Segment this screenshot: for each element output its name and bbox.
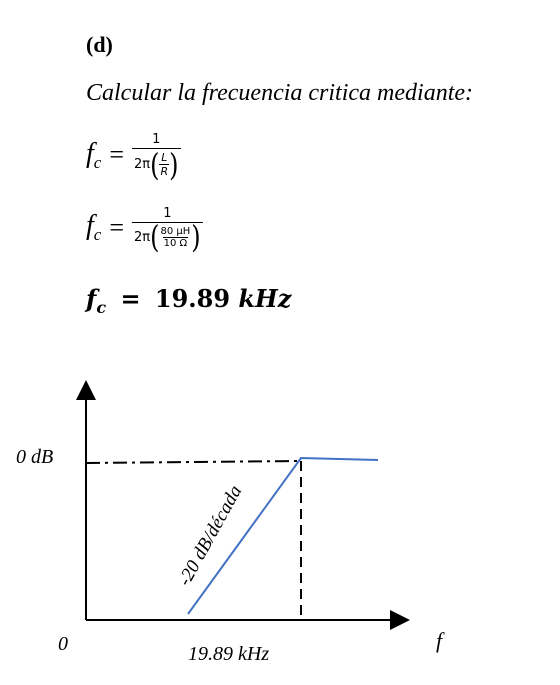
corner-frequency-label: 19.89 kHz (188, 643, 270, 665)
result-value: 19.89 (154, 284, 231, 313)
equals-sign: = (109, 140, 124, 169)
origin-label: 0 (58, 633, 68, 655)
zero-db-reference-line (85, 460, 301, 464)
two-pi: 2π (134, 229, 151, 245)
denominator: 2π ( 80 μH 10 Ω ) (132, 218, 203, 256)
fraction: 1 2π ( L R ) (132, 132, 181, 183)
numerator: 1 (152, 132, 161, 147)
section-label: (d) (86, 32, 113, 57)
instruction-text: Calcular la frecuencia critica mediante: (86, 80, 474, 106)
equals-sign: = (120, 284, 141, 313)
y-axis-label: 0 dB (16, 446, 54, 468)
formula-symbolic: fc = 1 2π ( L R ) (86, 132, 181, 183)
numerator: 1 (163, 206, 172, 221)
inner-fraction: 80 μH 10 Ω (159, 226, 191, 249)
inner-denominator: 10 Ω (162, 236, 189, 249)
fraction: 1 2π ( 80 μH 10 Ω ) (132, 206, 203, 256)
denominator: 2π ( L R ) (132, 146, 181, 183)
x-axis-label: f (436, 628, 443, 653)
formula-lhs: fc (86, 137, 102, 172)
two-pi: 2π (134, 157, 151, 172)
result-unit: kHz (238, 284, 292, 313)
equals-sign: = (109, 212, 124, 242)
inner-denominator: R (159, 164, 170, 178)
frequency-response-line (187, 456, 379, 615)
inner-numerator: L (161, 151, 168, 164)
formula-numeric: fc = 1 2π ( 80 μH 10 Ω ) (86, 206, 203, 256)
inner-fraction: L R (159, 151, 170, 178)
result-equation: fc = 19.89 kHz (86, 284, 291, 317)
formula-lhs: fc (86, 210, 102, 244)
result-var: fc (86, 284, 107, 317)
inner-numerator: 80 μH (160, 225, 191, 237)
